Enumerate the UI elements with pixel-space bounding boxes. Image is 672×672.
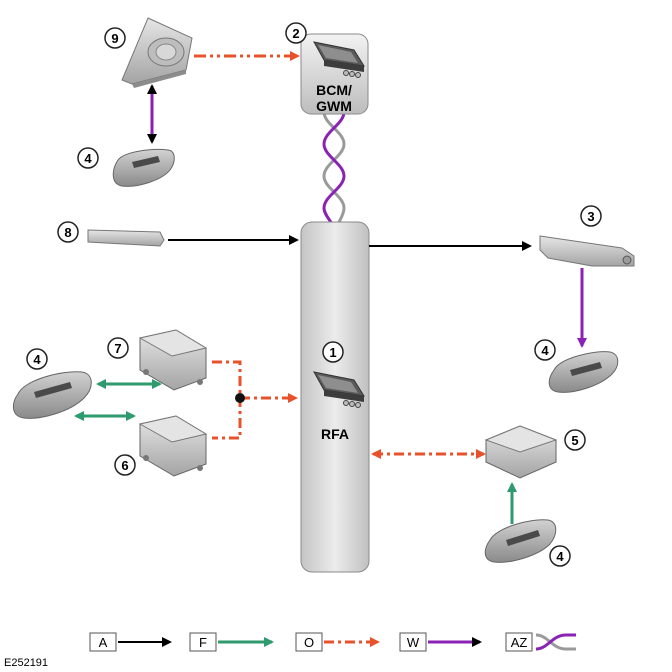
bcm-gwm-module: BCM/ GWM: [300, 33, 369, 115]
svg-text:6: 6: [121, 458, 128, 473]
rfa-chip-icon: [313, 371, 365, 408]
callout-1: 1: [322, 341, 344, 363]
legend-rf: F: [189, 632, 274, 652]
can-bus-twisted-pair: [322, 111, 346, 225]
smart-key-right: [548, 351, 619, 393]
figure-ref: E252191: [4, 657, 48, 669]
svg-text:A: A: [99, 635, 108, 650]
svg-text:8: 8: [64, 225, 71, 240]
callout-4-right: 4: [534, 339, 556, 361]
legend-lf: W: [399, 632, 482, 652]
rfa-label: RFA: [321, 426, 349, 442]
callout-5: 5: [564, 429, 586, 451]
svg-text:7: 7: [114, 341, 121, 356]
callout-4-left: 4: [26, 348, 48, 370]
svg-text:2: 2: [292, 26, 299, 41]
bcm-label-line2: GWM: [316, 98, 352, 114]
callout-9: 9: [104, 27, 126, 49]
rfa-module: RFA: [300, 221, 370, 573]
smart-key-top: [112, 149, 175, 187]
svg-text:W: W: [407, 635, 420, 650]
receiver-upper: [138, 329, 208, 391]
lin-junction-dot: [235, 393, 245, 403]
svg-text:5: 5: [571, 433, 578, 448]
legend: A F O W AZ: [89, 632, 576, 652]
smart-key-bottom: [484, 519, 557, 563]
svg-text:4: 4: [33, 352, 41, 367]
callout-7: 7: [107, 337, 129, 359]
backup-coil: [121, 17, 193, 88]
svg-text:1: 1: [329, 345, 336, 360]
antenna-rear: [539, 235, 635, 267]
callout-6: 6: [114, 454, 136, 476]
callout-4-bottom: 4: [549, 545, 571, 567]
legend-lin: O: [295, 632, 380, 652]
lin-receivers-to-rfa: [212, 360, 298, 440]
receiver-lower: [138, 415, 208, 477]
callout-3: 3: [580, 205, 602, 227]
bcm-chip-icon: [313, 41, 365, 78]
bcm-label-line1: BCM/: [316, 82, 352, 98]
callout-8: 8: [57, 221, 79, 243]
callout-2: 2: [285, 22, 307, 44]
legend-can: AZ: [505, 632, 576, 652]
svg-text:O: O: [304, 635, 314, 650]
svg-text:4: 4: [556, 549, 564, 564]
svg-text:AZ: AZ: [511, 635, 528, 650]
callout-4-top: 4: [77, 147, 99, 169]
svg-text:4: 4: [541, 343, 549, 358]
antenna-left: [87, 229, 165, 247]
smart-key-left: [13, 371, 92, 419]
svg-text:4: 4: [84, 151, 92, 166]
legend-hardwired: A: [89, 632, 172, 652]
svg-text:9: 9: [111, 31, 118, 46]
svg-text:F: F: [199, 635, 207, 650]
svg-text:3: 3: [587, 209, 594, 224]
receiver-right: [484, 425, 558, 479]
